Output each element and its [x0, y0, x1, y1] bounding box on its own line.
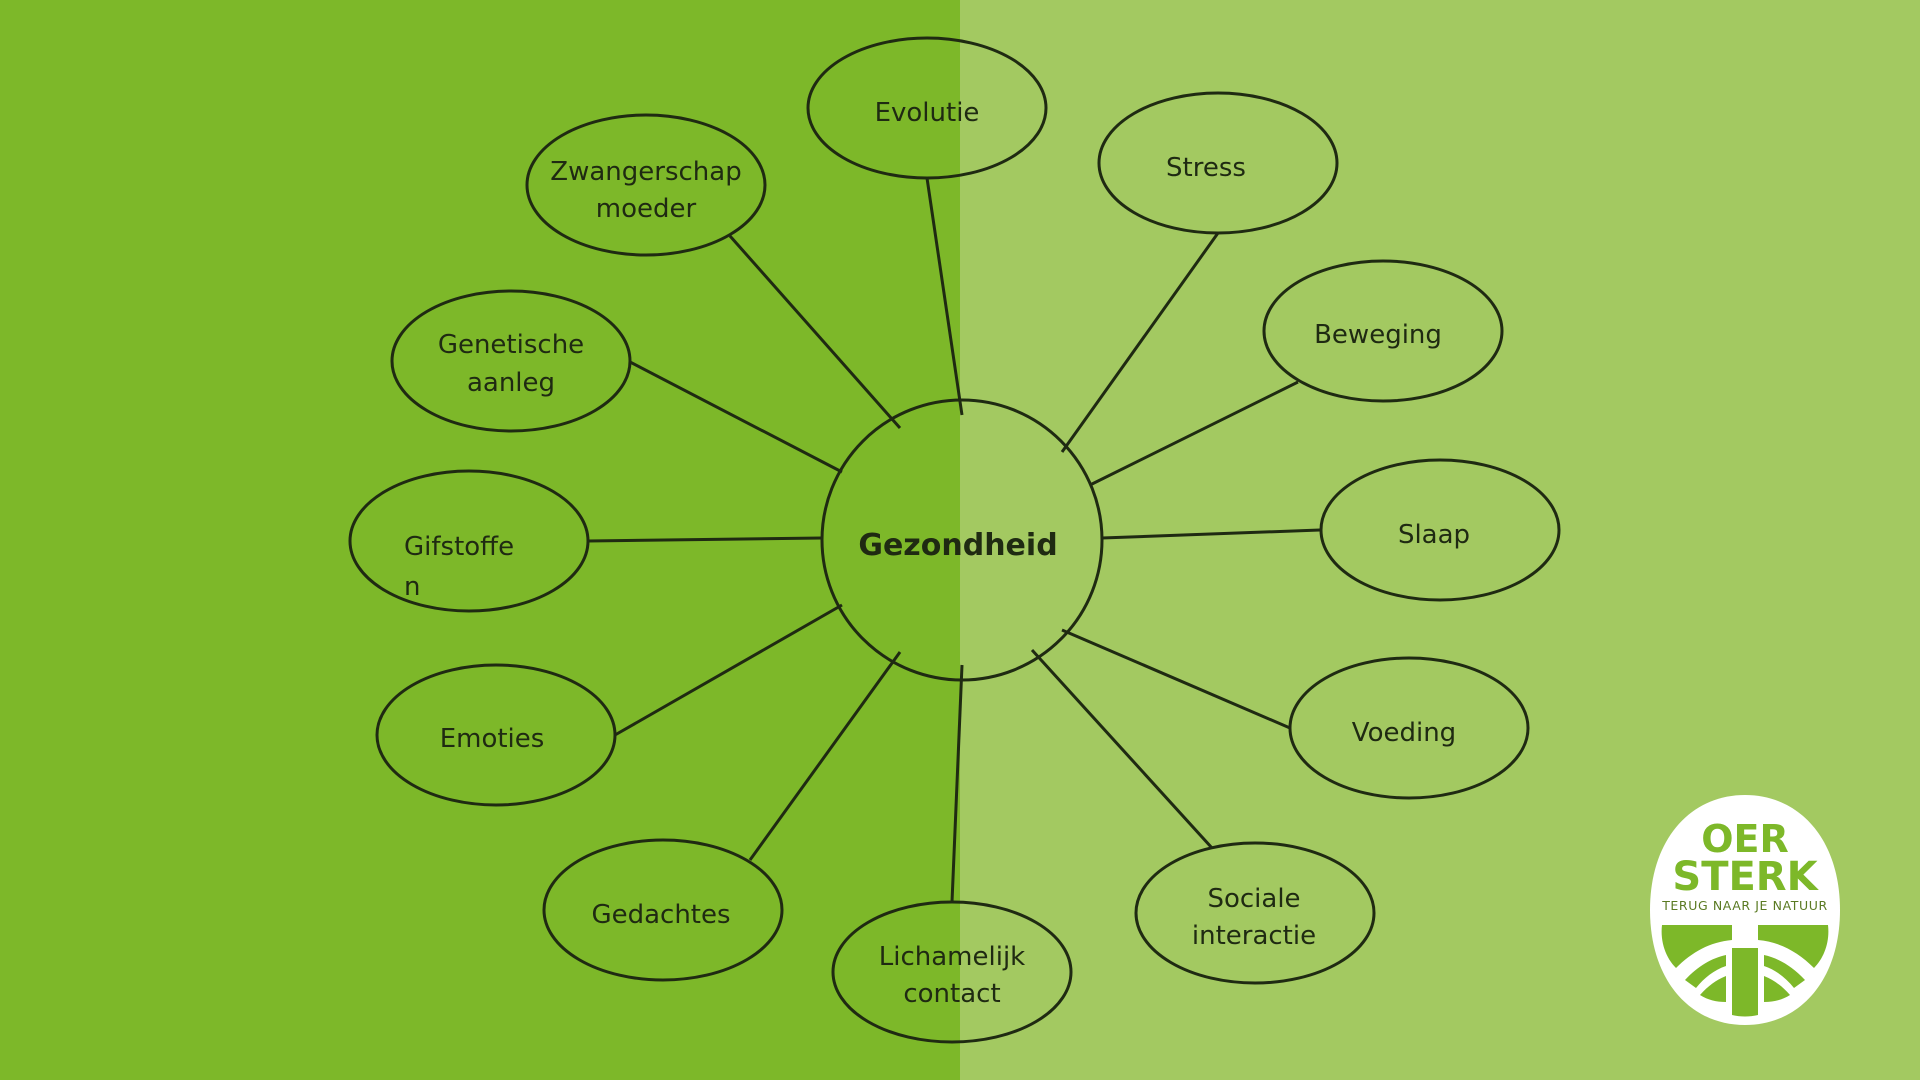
connector-sociale-interactie	[1030, 648, 1214, 850]
node-label-voeding: Voeding	[1352, 718, 1456, 748]
node-label-beweging: Beweging	[1314, 320, 1442, 350]
connector-lichamelijk-contact	[950, 664, 964, 903]
node-stress	[1097, 91, 1339, 235]
connector-beweging	[1089, 380, 1299, 487]
logo-line2: STERK	[1672, 854, 1819, 900]
connector-genetische-aanleg	[629, 360, 843, 474]
logo-line1: OER	[1701, 817, 1789, 861]
connector-evolutie	[925, 177, 964, 416]
connector-slaap	[1101, 528, 1321, 540]
node-label-zwangerschap-moeder-line2: moeder	[596, 194, 697, 224]
node-label-genetische-aanleg-line2: aanleg	[467, 368, 555, 398]
node-label-stress: Stress	[1166, 153, 1246, 183]
node-label-gedachtes: Gedachtes	[591, 900, 730, 930]
logo-tree-roots-icon	[1661, 925, 1829, 1017]
node-label-sociale-interactie-line2: interactie	[1192, 921, 1316, 951]
node-gifstoffen	[348, 469, 590, 613]
logo-badge-icon: OER STERK TERUG NAAR JE NATUUR	[1650, 795, 1840, 1025]
center-node	[820, 398, 1104, 682]
node-slaap	[1319, 458, 1561, 602]
node-beweging	[1262, 259, 1504, 403]
center-node-label: Gezondheid	[858, 528, 1057, 563]
oersterk-logo: OER STERK TERUG NAAR JE NATUUR	[1640, 790, 1850, 1030]
node-label-gifstoffen-line2: n	[404, 572, 420, 602]
node-label-lichamelijk-contact-line1: Lichamelijk	[879, 942, 1025, 972]
node-label-slaap: Slaap	[1398, 520, 1470, 550]
logo-tagline: TERUG NAAR JE NATUUR	[1661, 898, 1828, 913]
node-label-lichamelijk-contact-line2: contact	[903, 979, 1000, 1009]
background-left-panel	[0, 0, 960, 1080]
connector-gifstoffen	[587, 536, 823, 543]
node-genetische-aanleg	[390, 289, 632, 433]
node-label-genetische-aanleg-line1: Genetische	[438, 330, 584, 360]
node-label-gifstoffen-line1: Gifstoffe	[404, 532, 514, 562]
node-emoties	[375, 663, 617, 807]
node-lichamelijk-contact	[831, 900, 1073, 1044]
connector-zwangerschap-moeder	[728, 235, 902, 429]
node-label-emoties: Emoties	[440, 724, 545, 754]
node-sociale-interactie	[1134, 841, 1376, 985]
node-gedachtes	[542, 838, 784, 982]
connector-stress	[1060, 232, 1220, 453]
node-label-sociale-interactie-line1: Sociale	[1207, 884, 1300, 914]
node-evolutie	[806, 36, 1048, 180]
connector-emoties	[614, 603, 843, 737]
connector-gedachtes	[748, 651, 902, 861]
node-voeding	[1288, 656, 1530, 800]
node-label-zwangerschap-moeder-line1: Zwangerschap	[550, 157, 741, 187]
connector-voeding	[1061, 628, 1291, 730]
node-zwangerschap-moeder	[525, 113, 767, 257]
node-label-evolutie: Evolutie	[875, 98, 980, 128]
